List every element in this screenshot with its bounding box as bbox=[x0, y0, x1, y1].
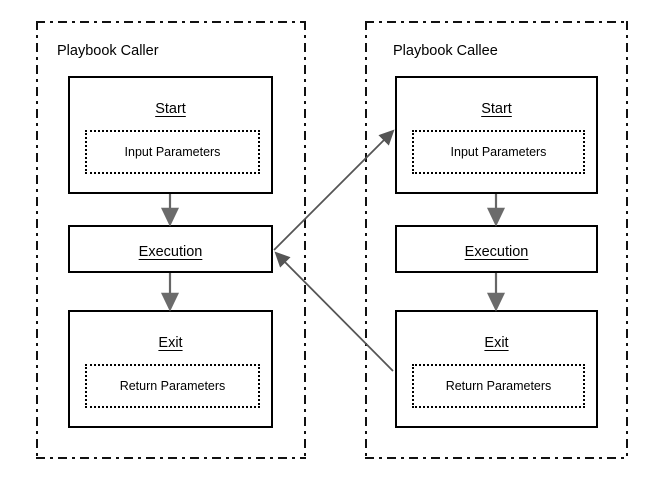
node-caller-exit[interactable]: Exit Return Parameters bbox=[68, 310, 273, 428]
param-label-caller-input-parameters: Input Parameters bbox=[124, 144, 221, 159]
param-box-caller-input-parameters: Input Parameters bbox=[85, 130, 260, 174]
param-label-callee-return-parameters: Return Parameters bbox=[445, 378, 552, 393]
param-box-caller-return-parameters: Return Parameters bbox=[85, 364, 260, 408]
param-label-caller-return-parameters: Return Parameters bbox=[119, 378, 226, 393]
node-callee-exit[interactable]: Exit Return Parameters bbox=[395, 310, 598, 428]
node-caller-start[interactable]: Start Input Parameters bbox=[68, 76, 273, 194]
node-caller-start-title: Start bbox=[155, 101, 186, 117]
param-label-callee-input-parameters: Input Parameters bbox=[450, 144, 547, 159]
node-caller-execution-title: Execution bbox=[138, 244, 203, 260]
node-callee-execution[interactable]: Execution bbox=[395, 225, 598, 273]
node-callee-start[interactable]: Start Input Parameters bbox=[395, 76, 598, 194]
node-callee-start-title: Start bbox=[481, 101, 512, 117]
node-caller-execution[interactable]: Execution bbox=[68, 225, 273, 273]
node-callee-execution-title: Execution bbox=[464, 244, 529, 260]
lane-playbook-caller-label: Playbook Caller bbox=[57, 43, 159, 59]
node-callee-exit-title: Exit bbox=[484, 335, 509, 351]
node-caller-exit-title: Exit bbox=[158, 335, 183, 351]
param-box-callee-return-parameters: Return Parameters bbox=[412, 364, 585, 408]
lane-playbook-callee-label: Playbook Callee bbox=[393, 43, 498, 59]
param-box-callee-input-parameters: Input Parameters bbox=[412, 130, 585, 174]
